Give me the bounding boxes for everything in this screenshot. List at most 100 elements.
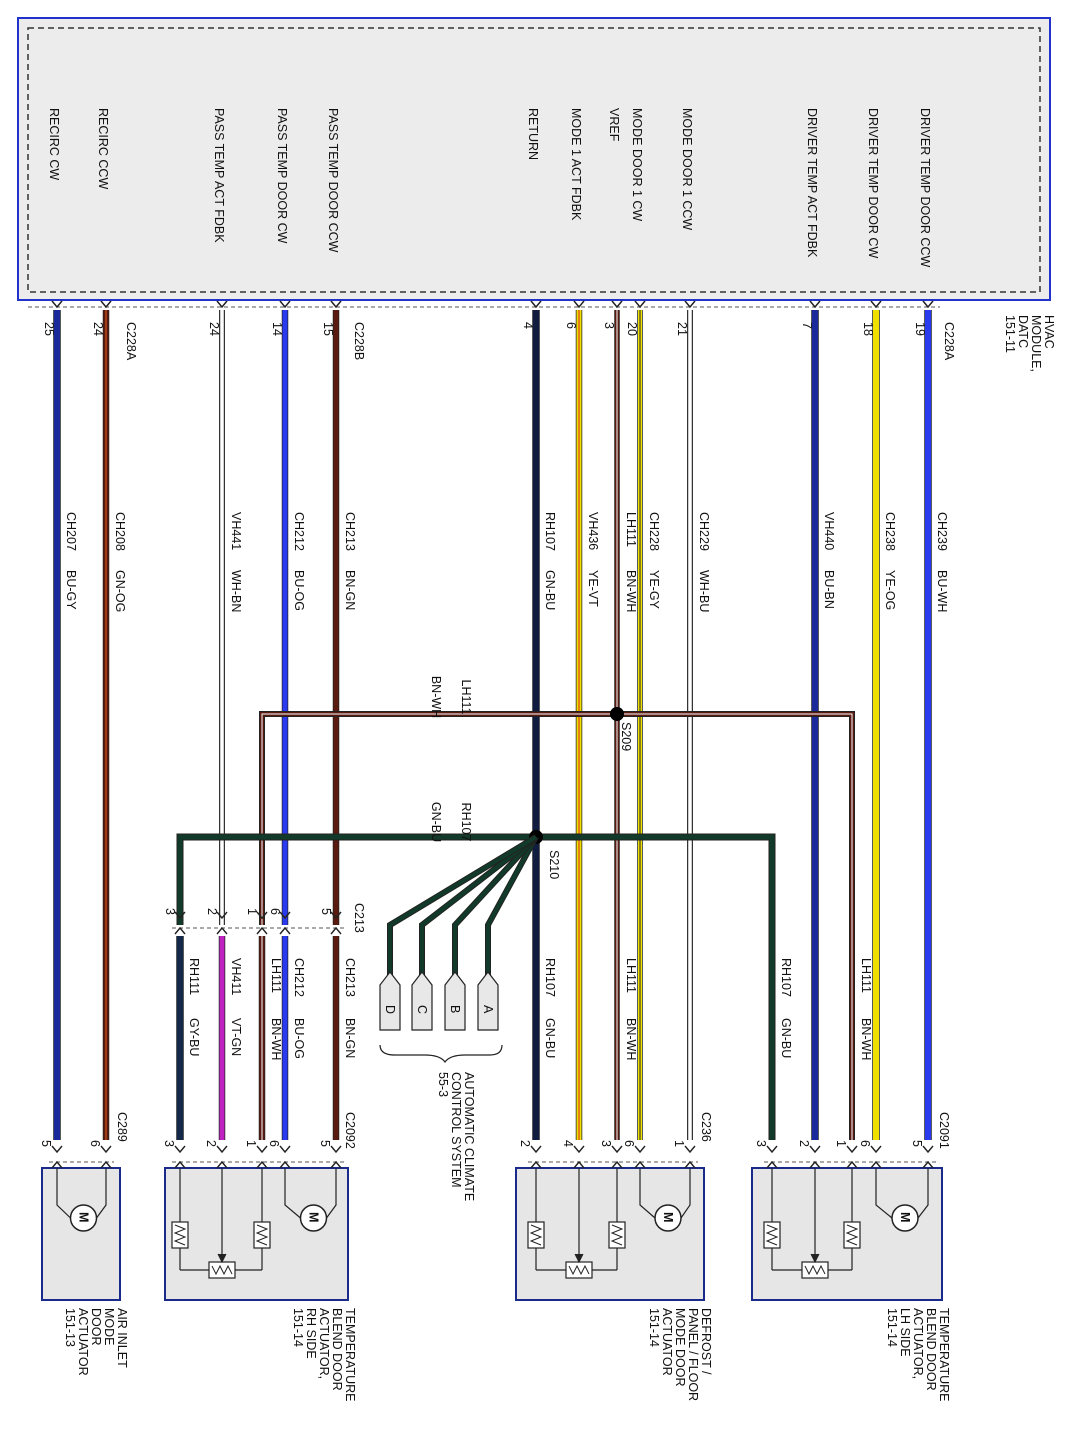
actuator-name-line-1-4: 151-14 [291,1308,305,1347]
acc-pin-box-0 [477,971,499,1031]
wire-circuit-vref-text: LH111 [624,512,638,547]
pin-number-recirc-ccw: 24 [91,322,105,336]
actuator-name-line-1-3: RH SIDE [304,1308,318,1359]
actuator-chevron-top-1-4 [330,1145,342,1154]
acc-fan-core-2 [420,835,538,975]
wire-color-driver-temp-door-ccw: BU-WH [935,570,949,612]
c213-chevron-bot-1 [216,926,228,935]
pin-number-vref: 3 [602,322,616,329]
lower-driver-lh111-color-text: BN-WH [859,1018,873,1060]
actuator-chevron-bot-2-0 [530,1160,542,1169]
wire-circuit-recirc-cw: CH207 [64,512,78,551]
motor-letter-pass-blend: M [307,1212,321,1222]
actuator-pin-text-3-2: 1 [834,1140,848,1147]
c213-chevron-bot-0 [174,926,186,935]
actuator-pin-1-2: 1 [244,1140,258,1147]
actuator-name-line-0-4: 151-13 [63,1308,77,1347]
lower-vref-color: BN-WH [624,1018,638,1060]
motor-letter-text-driver-blend: M [898,1212,912,1222]
wire-color-driver-temp-door-cw-text: YE-OG [883,570,897,610]
actuator-motor-leads-mode-door [639,1185,691,1219]
connector-c228a-driver: C228A [942,322,956,361]
motor-letter-text-air-inlet: M [77,1212,91,1222]
actuator-name-line-3-4: 151-14 [885,1308,899,1347]
wire-circuit-pass-temp-door-ccw: CH213 [343,512,357,551]
actuator-pin-text-0-1: 6 [88,1140,102,1147]
svg-text:C213: C213 [352,903,366,933]
actuator-chevron-top-2-1 [573,1145,585,1154]
motor-icon [891,1204,919,1232]
wire-circuit-driver-temp-act-fdbk-text: VH440 [822,512,836,550]
wire-color-recirc-ccw: GN-OG [113,570,127,612]
wire-circuit-pass-temp-act-fdbk-text: VH441 [229,512,243,550]
actuator-pin-text-2-4: 1 [672,1140,686,1147]
wire-circuit-mode-door1-cw: CH228 [647,512,661,551]
actuator-chevron-top-1-2 [256,1145,268,1154]
actuator-motor-leads-air-inlet [56,1185,107,1219]
pin-label-mode-door1-cw: MODE DOOR 1 CW [630,108,644,221]
wire-circuit-driver-temp-act-fdbk: VH440 [822,512,836,550]
c213-wire-circuit-3: CH212 [292,958,306,997]
lower-driver-lh111-color: BN-WH [859,1018,873,1060]
actuator-pin-0-0: 5 [39,1140,53,1147]
actuator-chevron-bot-3-3 [870,1160,882,1169]
actuator-pin-3-3: 6 [858,1140,872,1147]
acc-pin-letter-3: D [383,1005,397,1014]
actuator-pin-2-2: 3 [599,1140,613,1147]
pin-label-pass-temp-door-cw: PASS TEMP DOOR CW [275,108,289,244]
pin-number-recirc-ccw-text: 24 [91,322,105,336]
actuator-pin-2-1: 4 [561,1140,575,1147]
lower-return-color-text: GN-BU [543,1018,557,1058]
acc-brace [379,1044,503,1064]
actuator-chevron-bot-1-2 [256,1160,268,1169]
actuator-pin-2-4: 1 [672,1140,686,1147]
pin-number-mode-door1-cw-text: 20 [625,322,639,336]
actuator-name-line-0-3: ACTUATOR [76,1308,90,1376]
acc-pin-B: B [444,971,466,1031]
pin-chevron-driver-temp-door-cw [870,300,882,309]
actuator-connector-driver-blend: C2091 [937,1112,951,1149]
actuator-name-line-3-3: LH SIDE [898,1308,912,1357]
actuator-name-line-1-0: TEMPERATURE [343,1308,357,1402]
wire-color-mode-door1-cw-text: YE-GY [647,570,661,610]
wire-color-driver-temp-act-fdbk: BU-BN [822,570,836,609]
actuator-name-line-2-3: ACTUATOR [660,1308,674,1376]
lower-vref-color-text: BN-WH [624,1018,638,1060]
wire-circuit-driver-temp-door-ccw-text: CH239 [935,512,949,551]
pin-chevron-recirc-cw [51,300,63,309]
bus-lh111-stripe [261,713,853,1140]
pin-number-mode1-act-fdbk: 6 [564,322,578,329]
c213-pin-text-4: 5 [319,908,333,915]
pin-number-return-text: 4 [521,322,535,329]
bus-rh107-core [177,834,775,1140]
wire-color-mode1-act-fdbk-text: YE-VT [586,570,600,607]
acc-pin-A: A [477,971,499,1031]
wire-circuit-pass-temp-door-ccw-text: CH213 [343,512,357,551]
pin-number-driver-temp-door-ccw: 19 [913,322,927,336]
lower-vref-circuit-text: LH111 [624,958,638,993]
pot-zigzag-mode-door [568,1264,590,1276]
wire-color-driver-temp-act-fdbk-text: BU-BN [822,570,836,609]
wire-color-pass-temp-door-ccw-text: BN-GN [343,570,357,610]
pin-number-pass-temp-door-ccw: 15 [321,322,335,336]
actuator-pin-text-3-1: 2 [797,1140,811,1147]
c213-wire-color-3-text: BU-OG [292,1018,306,1059]
acc-pin-letter-text-0: A [481,1005,495,1014]
pin-chevron-vref [611,300,623,309]
pin-number-driver-temp-door-cw-text: 18 [861,322,875,336]
wire-circuit-recirc-cw-text: CH207 [64,512,78,551]
wire-color-mode-door1-ccw-text: WH-BU [697,570,711,612]
pin-number-pass-temp-door-ccw-text: 15 [321,322,335,336]
actuator-chevron-top-2-4 [684,1145,696,1154]
actuator-name-line-1-2: ACTUATOR, [317,1308,331,1379]
pot-wiper-arrow-driver-blend [810,1253,820,1264]
pin-chevron-pass-temp-door-ccw [330,300,342,309]
actuator-chevron-top-3-4 [922,1145,934,1154]
pin-number-recirc-cw-text: 25 [42,322,56,336]
pin-label-vref: VREF [607,108,621,142]
wires [53,310,932,1140]
actuator-pin-1-0: 3 [162,1140,176,1147]
wire-labels: CH207BU-GYCH208GN-OGVH441WH-BNCH212BU-OG… [64,512,949,1060]
